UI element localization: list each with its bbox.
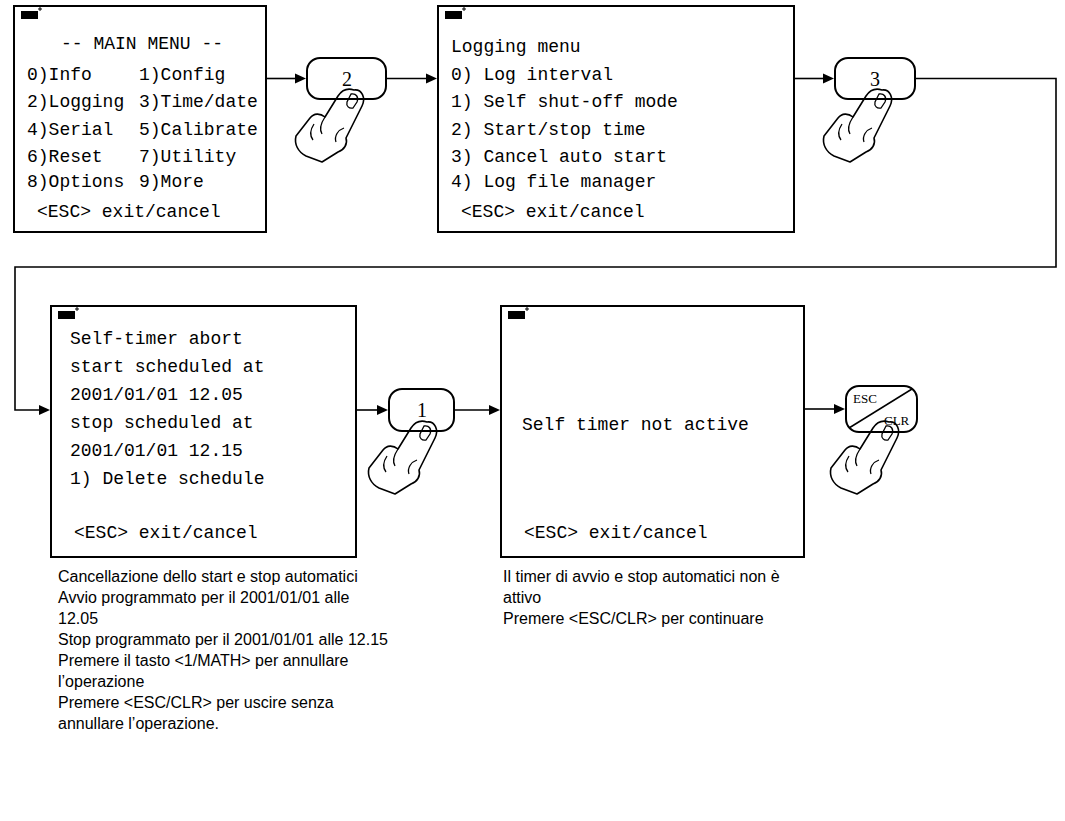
screen-text: 2001/01/01 12.15 bbox=[70, 439, 243, 463]
screen-text: 3) Cancel auto start bbox=[451, 145, 667, 169]
screen-text: 8)Options bbox=[27, 170, 124, 194]
screen-text: <ESC> exit/cancel bbox=[37, 200, 221, 224]
screen-text: 7)Utility bbox=[139, 145, 236, 169]
flow-arrow bbox=[357, 405, 388, 415]
key-divider bbox=[849, 389, 912, 428]
lcd-screen: Logging menu 0) Log interval 1) Self shut-… bbox=[437, 5, 795, 233]
screen-text: 6)Reset bbox=[27, 145, 103, 169]
flow-arrow bbox=[795, 74, 834, 84]
screen-text: <ESC> exit/cancel bbox=[74, 521, 258, 545]
key-label: CLR bbox=[884, 414, 909, 427]
caption-text: Stop programmato per il 2001/01/01 alle … bbox=[58, 629, 393, 650]
caption-text: Premere <ESC/CLR> per uscire senza annul… bbox=[58, 692, 393, 734]
screen-text: stop scheduled at bbox=[70, 411, 254, 435]
caption-text: Premere il tasto <1/MATH> per annullare … bbox=[58, 650, 393, 692]
key-label: 2 bbox=[342, 69, 352, 89]
screen-text: 3)Time/date bbox=[139, 90, 258, 114]
screen-text: 1)Config bbox=[139, 63, 225, 87]
screen-text: start scheduled at bbox=[70, 355, 264, 379]
flow-arrow bbox=[455, 405, 500, 415]
keypad-key: 3 bbox=[834, 57, 916, 100]
caption-text: Il timer di avvio e stop automatici non … bbox=[503, 566, 788, 608]
screen-text: 1) Delete schedule bbox=[70, 467, 264, 491]
caption-text: Premere <ESC/CLR> per continuare bbox=[503, 608, 788, 629]
screen-text: Logging menu bbox=[451, 35, 581, 59]
screen-text: 1) Self shut-off mode bbox=[451, 90, 678, 114]
screen-text: Self-timer abort bbox=[70, 327, 243, 351]
caption-group: Cancellazione dello start e stop automat… bbox=[58, 566, 393, 734]
caption-group: Il timer di avvio e stop automatici non … bbox=[503, 566, 788, 629]
screen-text: <ESC> exit/cancel bbox=[524, 521, 708, 545]
screen-text: Self timer not active bbox=[522, 413, 749, 437]
esc-clr-key: ESC CLR bbox=[845, 385, 918, 433]
lcd-screen: -- MAIN MENU -- 0)Info 1)Config 2)Logging 3)… bbox=[13, 5, 267, 233]
flow-arrow bbox=[15, 79, 1056, 416]
screen-text: 2001/01/01 12.05 bbox=[70, 383, 243, 407]
flow-arrow bbox=[805, 404, 845, 414]
lcd-screen: Self timer not active <ESC> exit/cancel bbox=[500, 305, 805, 558]
caption-text: Cancellazione dello start e stop automat… bbox=[58, 566, 393, 587]
key-label: ESC bbox=[853, 392, 877, 405]
screen-text: -- MAIN MENU -- bbox=[61, 32, 223, 56]
screen-text: 0) Log interval bbox=[451, 63, 613, 87]
key-label: 1 bbox=[417, 400, 427, 420]
screen-text: 2)Logging bbox=[27, 90, 124, 114]
keypad-key: 1 bbox=[388, 388, 455, 432]
flow-arrow bbox=[267, 74, 306, 84]
screen-text: 2) Start/stop time bbox=[451, 118, 645, 142]
key-label: 3 bbox=[870, 69, 880, 89]
screen-text: 4)Serial bbox=[27, 118, 113, 142]
screen-text: 4) Log file manager bbox=[451, 170, 656, 194]
lcd-screen: Self-timer abort start scheduled at 2001/0… bbox=[50, 305, 357, 558]
screen-text: 5)Calibrate bbox=[139, 118, 258, 142]
screen-text: 0)Info bbox=[27, 63, 92, 87]
keypad-key: 2 bbox=[306, 57, 387, 100]
flow-arrow bbox=[387, 74, 437, 84]
screen-text: 9)More bbox=[139, 170, 204, 194]
screen-text: <ESC> exit/cancel bbox=[461, 200, 645, 224]
caption-text: Avvio programmato per il 2001/01/01 alle… bbox=[58, 587, 393, 629]
